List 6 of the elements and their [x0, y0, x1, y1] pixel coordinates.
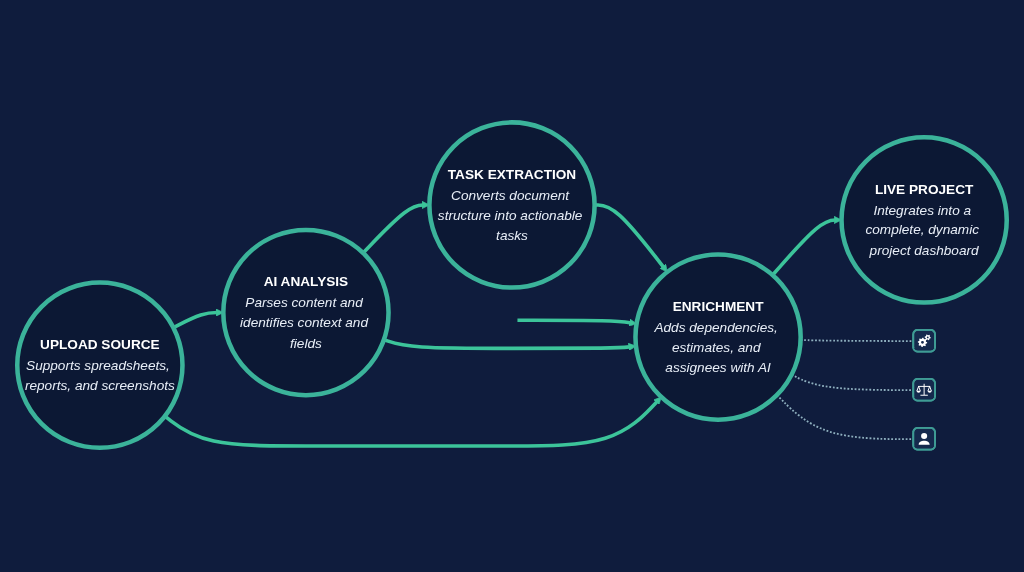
node-circle: AI ANALYSIS Parses content and identifies context and fields: [221, 227, 391, 398]
node-circle: TASK EXTRACTION Converts document structure into actionable tasks: [427, 120, 597, 290]
node-circle: LIVE PROJECT Integrates into a complete, dynamic project dashboard: [839, 135, 1009, 305]
node-circle: UPLOAD SOURCE Supports spreadsheets, reports, and screenshots: [15, 280, 185, 451]
arrow: [163, 396, 662, 448]
node-circle: ENRICHMENT Adds dependencies, estimates, and assignees with AI: [633, 252, 803, 422]
